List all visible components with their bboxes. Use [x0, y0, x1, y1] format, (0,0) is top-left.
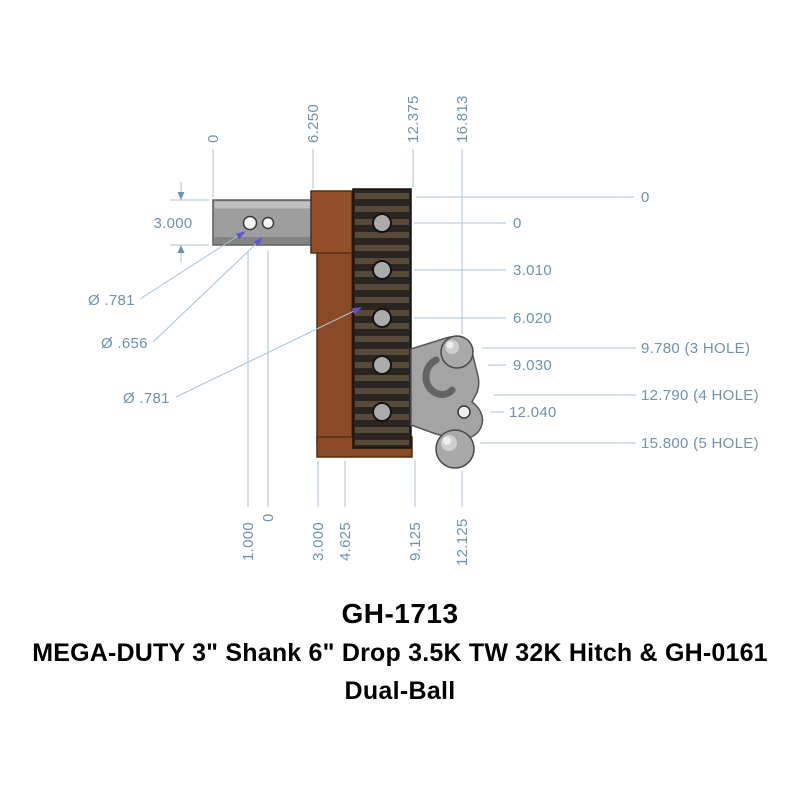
dimension-arrowheads [177, 192, 362, 315]
bottom-dim-12125: 12.125 [454, 518, 471, 566]
top-dim-0: 0 [205, 134, 222, 143]
shank-hole-large [242, 215, 258, 231]
bottom-dim-0: 0 [260, 513, 277, 522]
product-variant: Dual-Ball [344, 677, 456, 705]
bottom-dim-1000: 1.000 [240, 522, 257, 561]
leader-arrow-icon [253, 237, 263, 247]
top-dim-12375: 12.375 [405, 95, 422, 143]
hole-dim-0: 0 [513, 215, 522, 232]
drop-frame [310, 190, 413, 458]
drop-dim-0: 0 [641, 189, 650, 206]
drop-dim-5hole: 15.800 (5 HOLE) [641, 435, 759, 452]
bottom-hitch-ball [435, 429, 475, 469]
drop-dim-3hole: 9.780 (3 HOLE) [641, 340, 750, 357]
channel-adjustment-holes [372, 213, 392, 422]
mount-pin-hole [457, 405, 471, 419]
bottom-dim-4625: 4.625 [337, 522, 354, 561]
leader-arrow-icon [351, 307, 362, 315]
top-dim-16813: 16.813 [454, 95, 471, 143]
leader-line [152, 241, 259, 343]
product-description: MEGA-DUTY 3" Shank 6" Drop 3.5K TW 32K H… [32, 639, 768, 667]
frame-spine [316, 250, 353, 444]
leader-line [175, 309, 357, 398]
top-dim-6250: 6.250 [305, 104, 322, 143]
bottom-dim-3000: 3.000 [310, 522, 327, 561]
hole-dim-6020: 6.020 [513, 310, 552, 327]
leader-arrow-icon [235, 231, 246, 240]
adjustment-channel [352, 188, 412, 449]
title-block: GH-1713 MEGA-DUTY 3" Shank 6" Drop 3.5K … [0, 598, 800, 706]
arrow-down-icon [177, 192, 185, 200]
leader-line [139, 233, 242, 300]
shank-height-dim: 3.000 [153, 215, 192, 232]
drop-dim-4hole: 12.790 (4 HOLE) [641, 387, 759, 404]
dimension-lines [139, 149, 636, 507]
diameter-dim-781b: Ø .781 [123, 390, 170, 407]
shank-shadow [214, 237, 332, 244]
dimension-labels: 0 6.250 12.375 16.813 1.000 0 3.000 4.62… [88, 95, 759, 566]
dual-ball-mount [410, 335, 484, 469]
shank-highlight [214, 201, 332, 209]
frame-top-bracket [310, 190, 353, 254]
product-model: GH-1713 [341, 598, 459, 629]
top-hitch-ball [440, 335, 474, 369]
diameter-dim-781a: Ø .781 [88, 292, 135, 309]
arrow-up-icon [177, 245, 185, 253]
ball-clamp-hook [422, 356, 456, 398]
technical-drawing: 0 6.250 12.375 16.813 1.000 0 3.000 4.62… [88, 95, 759, 566]
hole-dim-9030: 9.030 [513, 357, 552, 374]
hole-dim-3010: 3.010 [513, 262, 552, 279]
bottom-dim-9125: 9.125 [407, 522, 424, 561]
diameter-dim-656: Ø .656 [101, 335, 148, 352]
shank-hole-small [261, 216, 275, 230]
hole-dim-12040: 12.040 [509, 404, 557, 421]
